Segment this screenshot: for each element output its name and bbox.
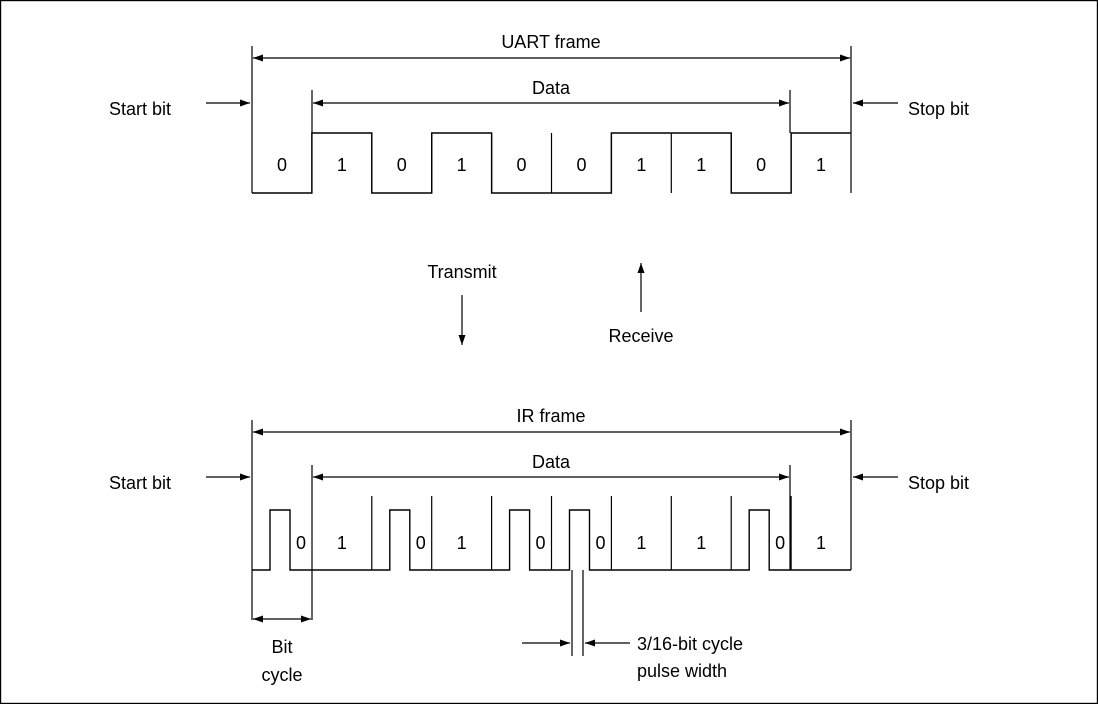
ir-frame-label: IR frame: [516, 406, 585, 426]
uart-waveform: [252, 132, 851, 194]
bit-cycle-label-line2: cycle: [261, 665, 302, 685]
uart-bit-label: 0: [576, 155, 586, 175]
ir-data-label: Data: [532, 452, 571, 472]
ir-signal-path: [252, 509, 851, 571]
uart-data-label: Data: [532, 78, 571, 98]
uart-bit-label: 1: [696, 155, 706, 175]
ir-bit-labels: 0 1 0 1 0 0 1 1 0 1: [296, 533, 826, 553]
ir-frame-group: IR frame Data Start bit Stop bit 0 1 0 1 0 0 1…: [109, 406, 969, 685]
uart-stop-bit-label: Stop bit: [908, 99, 969, 119]
transmit-label: Transmit: [427, 262, 496, 282]
ir-bit-label: 0: [595, 533, 605, 553]
ir-bit-label: 1: [457, 533, 467, 553]
uart-bit-label: 1: [457, 155, 467, 175]
uart-bit-label: 1: [636, 155, 646, 175]
uart-start-bit-label: Start bit: [109, 99, 171, 119]
ir-start-bit-label: Start bit: [109, 473, 171, 493]
uart-frame-label: UART frame: [501, 32, 600, 52]
ir-waveform: [252, 496, 851, 571]
ir-bit-label: 0: [775, 533, 785, 553]
ir-stop-bit-label: Stop bit: [908, 473, 969, 493]
receive-label: Receive: [608, 326, 673, 346]
uart-bit-label: 0: [517, 155, 527, 175]
uart-bit-label: 0: [277, 155, 287, 175]
ir-bit-label: 1: [636, 533, 646, 553]
uart-signal-path: [252, 132, 851, 194]
pulse-width-label-line2: pulse width: [637, 661, 727, 681]
uart-bit-label: 1: [337, 155, 347, 175]
uart-bit-labels: 0 1 0 1 0 0 1 1 0 1: [277, 155, 826, 175]
ir-bit-label: 0: [536, 533, 546, 553]
ir-bit-label: 0: [416, 533, 426, 553]
ir-bit-label: 0: [296, 533, 306, 553]
uart-bit-label: 0: [756, 155, 766, 175]
direction-group: Transmit Receive: [427, 262, 673, 346]
ir-bit-label: 1: [337, 533, 347, 553]
uart-bit-label: 0: [397, 155, 407, 175]
pulse-width-label-line1: 3/16-bit cycle: [637, 634, 743, 654]
ir-bit-label: 1: [696, 533, 706, 553]
bit-cycle-label-line1: Bit: [271, 637, 292, 657]
uart-bit-label: 1: [816, 155, 826, 175]
ir-bit-label: 1: [816, 533, 826, 553]
